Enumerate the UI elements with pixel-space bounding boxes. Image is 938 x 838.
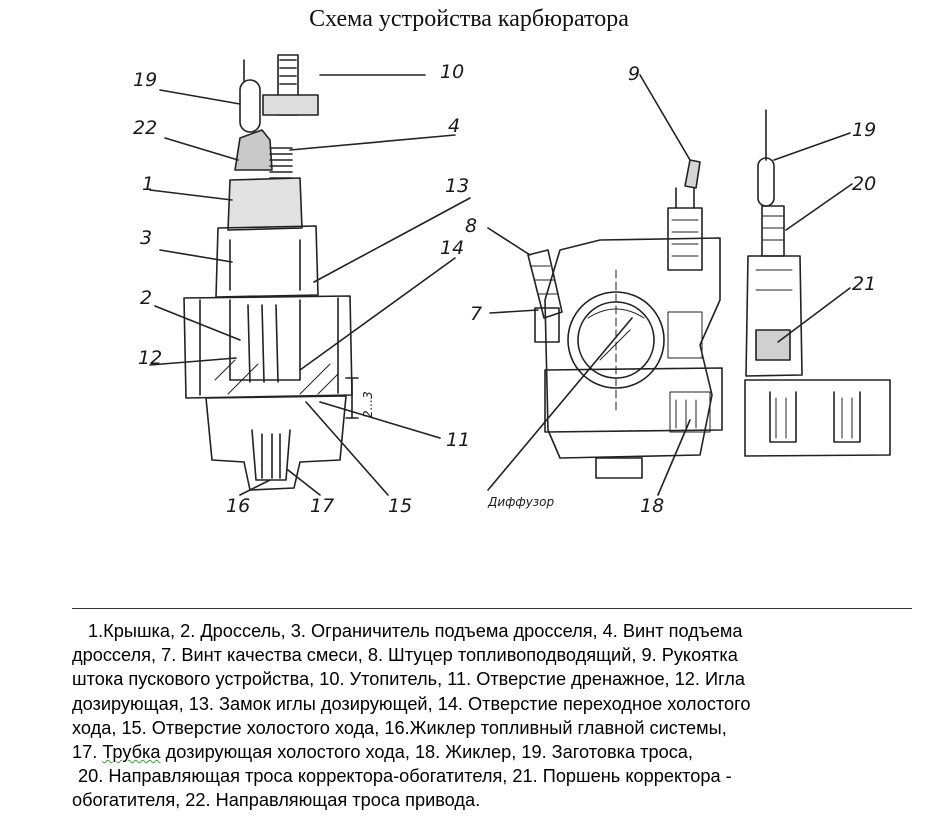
callout-19-right: 19 — [852, 119, 876, 141]
right-view — [744, 109, 891, 457]
middle-view — [487, 74, 723, 496]
legend-line: хода, 15. Отверстие холостого хода, 16.Ж… — [72, 717, 727, 738]
legend-line: 1.Крышка, 2. Дроссель, 3. Ограничитель п… — [88, 621, 743, 641]
callout-10: 10 — [440, 61, 464, 83]
callout-2: 2 — [140, 287, 152, 309]
spellcheck-word: Трубка — [102, 742, 161, 763]
callout-8: 8 — [465, 215, 477, 237]
gap-dimension: 2...3 — [361, 391, 375, 418]
callout-21: 21 — [852, 273, 876, 295]
legend-line: обогатителя, 22. Направляющая троса прив… — [72, 790, 481, 811]
callout-22: 22 — [133, 117, 157, 139]
legend-line: 17. Трубка дозирующая холостого хода, 18… — [72, 740, 912, 764]
legend-line: дозирующая, 13. Замок иглы дозирующей, 1… — [72, 693, 751, 714]
callout-7: 7 — [470, 303, 482, 325]
legend-line: дросселя, 7. Винт качества смеси, 8. Шту… — [72, 645, 738, 666]
callout-15: 15 — [388, 495, 412, 517]
callout-13: 13 — [445, 175, 469, 197]
callout-labels: 19 10 22 4 1 13 3 14 2 12 11 16 17 15 9 … — [133, 61, 876, 517]
callout-12: 12 — [138, 347, 162, 369]
legend-fragment: 17. — [72, 742, 103, 763]
callout-3: 3 — [140, 227, 152, 249]
callout-4: 4 — [448, 115, 460, 137]
callout-14: 14 — [440, 237, 464, 259]
left-view — [149, 54, 471, 496]
callout-9: 9 — [628, 63, 640, 85]
diagram-title: Схема устройства карбюратора — [309, 6, 629, 32]
legend-text: 1.Крышка, 2. Дроссель, 3. Ограничитель п… — [72, 608, 912, 830]
callout-17: 17 — [310, 495, 334, 517]
legend-fragment: дозирующая холостого хода, 18. Жиклер, 1… — [160, 742, 693, 763]
callout-11: 11 — [446, 429, 470, 451]
legend-line: штока пускового устройства, 10. Утопител… — [72, 669, 746, 690]
carburetor-drawing: 19 10 22 4 1 13 3 14 2 12 11 16 17 15 9 … — [133, 54, 891, 517]
diffuser-label: Диффузор — [487, 495, 555, 509]
callout-18: 18 — [640, 495, 664, 517]
callout-16: 16 — [226, 495, 250, 517]
callout-20: 20 — [852, 173, 876, 195]
callout-1: 1 — [142, 173, 154, 195]
legend-line: 20. Направляющая троса корректора-обогат… — [78, 766, 732, 787]
callout-19-left: 19 — [133, 69, 157, 91]
